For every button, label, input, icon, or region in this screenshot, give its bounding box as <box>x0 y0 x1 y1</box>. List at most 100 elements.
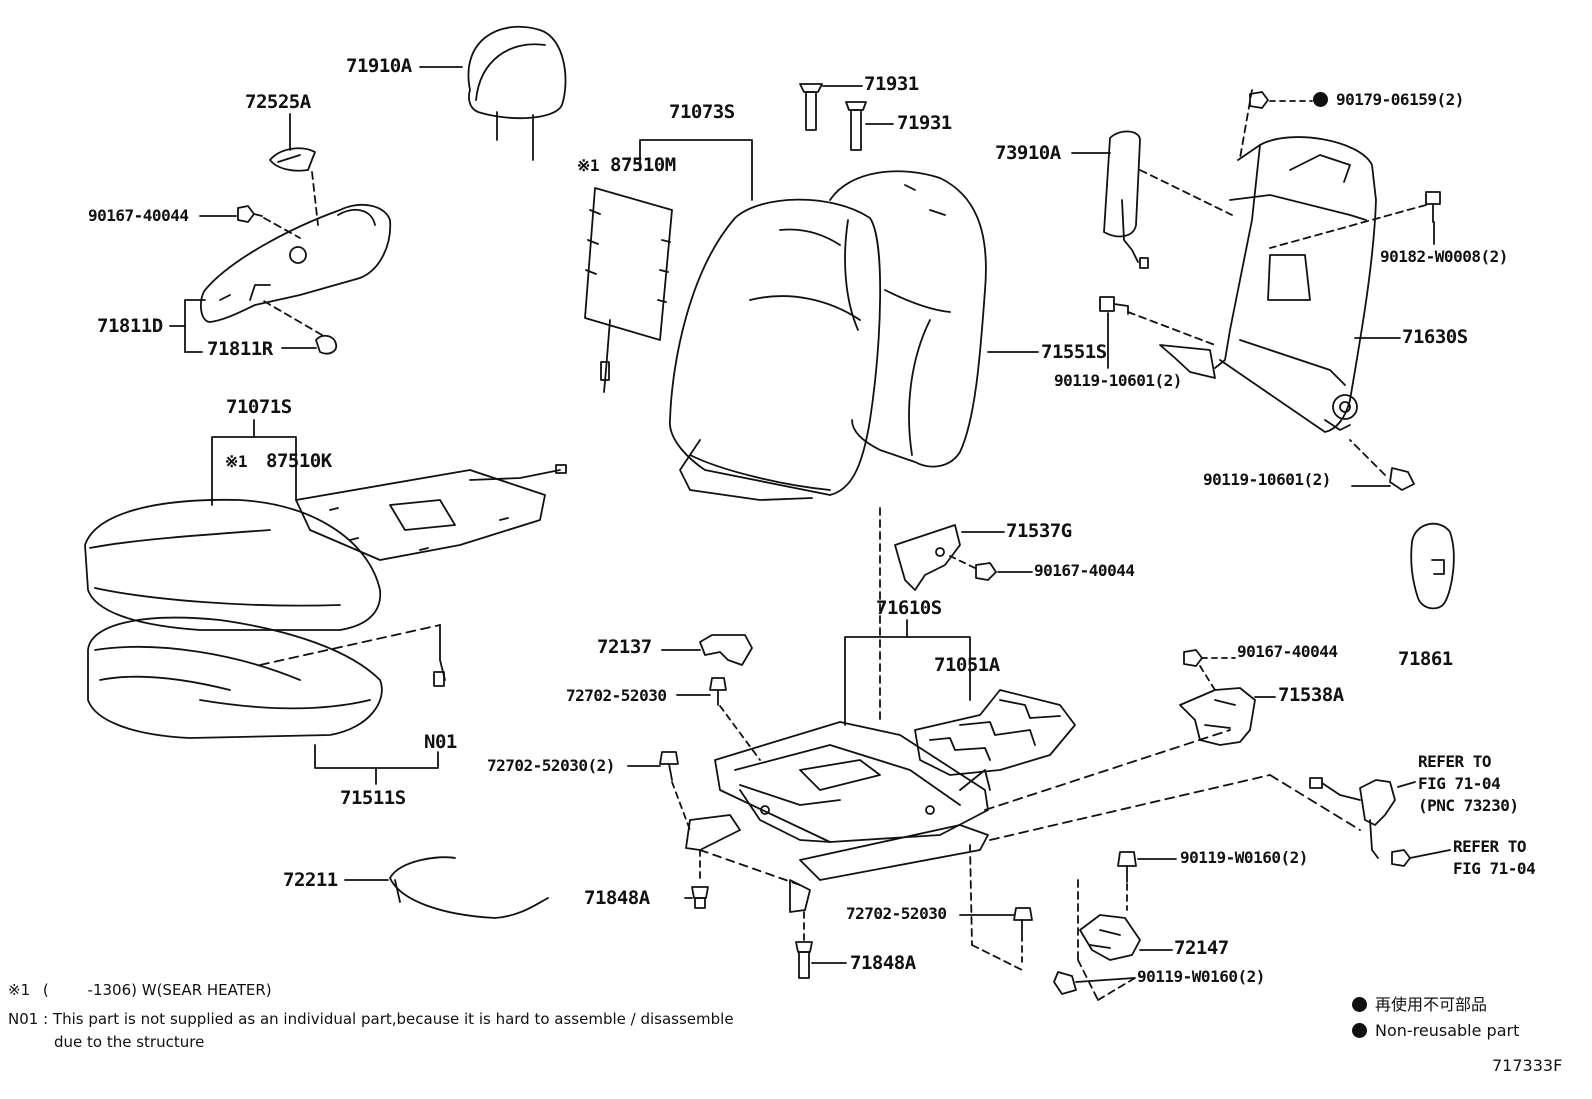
cover-71537g-drawing <box>894 524 961 591</box>
dash-90119-a <box>1127 311 1216 346</box>
legend-jp-text: 再使用不可部品 <box>1375 995 1488 1014</box>
label-71538a: 71538A <box>1278 684 1344 706</box>
dash-90182 <box>1269 204 1427 249</box>
cushion-pad-drawing <box>87 616 383 739</box>
dash-72147-bottom <box>1077 959 1099 1001</box>
label-72702-a: 72702-52030 <box>566 686 667 705</box>
bracket-71610s <box>844 636 971 726</box>
legend-en: Non-reusable part <box>1352 1023 1519 1039</box>
label-90179: 90179-06159(2) <box>1313 92 1464 108</box>
bolt-90119-a-drawing <box>1099 296 1129 315</box>
dash-adjuster-right-1 <box>984 729 1231 811</box>
label-72211: 72211 <box>283 869 338 891</box>
cap-71848a-a-drawing <box>691 886 709 909</box>
label-87510k-mark: ※1 <box>225 452 248 471</box>
legend-dot-en <box>1352 1023 1367 1038</box>
dash-heater-wire <box>259 624 441 666</box>
footnote-n01-key: N01 : <box>8 1010 49 1028</box>
non-reusable-dot <box>1313 92 1328 107</box>
bolt-72702-b-drawing <box>659 751 679 781</box>
bolt-72702-a-drawing <box>709 677 727 706</box>
label-90167-top: 90167-40044 <box>88 206 189 225</box>
label-90182: 90182-W0008(2) <box>1380 247 1508 266</box>
screw-right-drawing <box>1183 649 1203 667</box>
legend-jp: 再使用不可部品 <box>1352 997 1487 1013</box>
cushion-heater-drawing <box>295 464 567 561</box>
shield-cover-drawing <box>269 147 316 172</box>
footnote-heater: ※1 ( -1306) W(SEAR HEATER) <box>8 983 272 998</box>
label-72702-b: 72702-52030(2) <box>487 756 615 775</box>
bolt-90182-drawing <box>1425 191 1441 223</box>
refer-1-line-3: (PNC 73230) <box>1418 796 1519 815</box>
footnote-n01: N01 : This part is not supplied as an in… <box>8 1012 734 1027</box>
label-w0160-a: 90119-W0160(2) <box>1180 848 1308 867</box>
bracket-72147-drawing <box>1079 914 1141 961</box>
spring-71051a-drawing <box>914 689 1076 776</box>
label-72147: 72147 <box>1174 937 1229 959</box>
seat-belt-buckle-drawing <box>1309 777 1411 867</box>
dash-adjuster-right-2 <box>989 774 1271 841</box>
dash-72147-right <box>1097 974 1141 1001</box>
footnote-n01-line-1: This part is not supplied as an individu… <box>52 1010 734 1028</box>
cushion-cover-drawing <box>84 498 382 631</box>
leader-refer-2 <box>1409 849 1451 859</box>
shield-clip-drawing <box>315 334 338 355</box>
dash-screw-top <box>263 217 301 239</box>
cover-71538a-drawing <box>1179 687 1256 746</box>
screw-mid-drawing <box>975 562 997 581</box>
label-w0160-b: 90119-W0160(2) <box>1137 967 1265 986</box>
dash-72702-a <box>719 705 761 761</box>
label-90119-a: 90119-10601(2) <box>1054 371 1182 390</box>
label-71848a-a: 71848A <box>584 887 650 909</box>
dash-adjuster-down <box>969 844 973 946</box>
refer-2-line-1: REFER TO <box>1453 837 1527 856</box>
dash-screw-mid <box>949 555 976 569</box>
label-71931-1: 71931 <box>864 73 919 95</box>
leader-refer-1 <box>1397 781 1416 788</box>
headrest-guide-drawing <box>799 83 867 151</box>
seatback-cushion-drawing <box>669 198 882 501</box>
legend-en-text: Non-reusable part <box>1375 1021 1520 1040</box>
label-72702-c: 72702-52030 <box>846 904 947 923</box>
refer-2-line-2: FIG 71-04 <box>1453 859 1536 878</box>
dash-73910a <box>1139 169 1233 216</box>
refer-1-line-1: REFER TO <box>1418 752 1492 771</box>
label-71051a: 71051A <box>934 654 1000 676</box>
label-71848a-b: 71848A <box>850 952 916 974</box>
wire-72211-drawing <box>389 856 549 919</box>
label-90167-right: 90167-40044 <box>1237 642 1338 661</box>
leader-w0160-b <box>1075 977 1135 983</box>
label-73910a: 73910A <box>995 142 1061 164</box>
label-71931-2: 71931 <box>897 112 952 134</box>
back-heater-drawing <box>584 187 673 393</box>
label-71811r: 71811R <box>207 338 273 360</box>
seatback-cover-drawing <box>829 170 987 468</box>
bolt-72702-c-drawing <box>1013 907 1033 935</box>
headrest-drawing <box>467 25 567 161</box>
label-refer-1: REFER TO FIG 71-04 (PNC 73230) <box>1418 751 1519 817</box>
screw-top-drawing <box>237 205 263 223</box>
dash-90119-b <box>1349 439 1386 476</box>
label-71511s: 71511S <box>340 787 406 809</box>
label-71630s: 71630S <box>1402 326 1468 348</box>
label-87510m-mark: ※1 <box>577 156 600 175</box>
refer-1-line-2: FIG 71-04 <box>1418 774 1501 793</box>
footnote-n01-line-2: due to the structure <box>54 1033 205 1051</box>
bolt-w0160-b-drawing <box>1053 971 1077 995</box>
back-frame-drawing <box>1159 136 1377 433</box>
label-71861: 71861 <box>1398 648 1453 670</box>
label-71073s: 71073S <box>669 101 735 123</box>
label-90119-b: 90119-10601(2) <box>1203 470 1331 489</box>
label-87510k: 87510K <box>266 450 332 472</box>
dash-71811r <box>261 299 323 336</box>
dash-72702-b <box>671 781 691 831</box>
label-90179-text: 90179-06159(2) <box>1336 90 1464 109</box>
label-90167-mid: 90167-40044 <box>1034 561 1135 580</box>
shield-drawing <box>199 203 392 323</box>
label-71071s: 71071S <box>226 396 292 418</box>
seat-adjuster-drawing <box>685 721 991 913</box>
label-71551s: 71551S <box>1041 341 1107 363</box>
label-72525a: 72525A <box>245 91 311 113</box>
